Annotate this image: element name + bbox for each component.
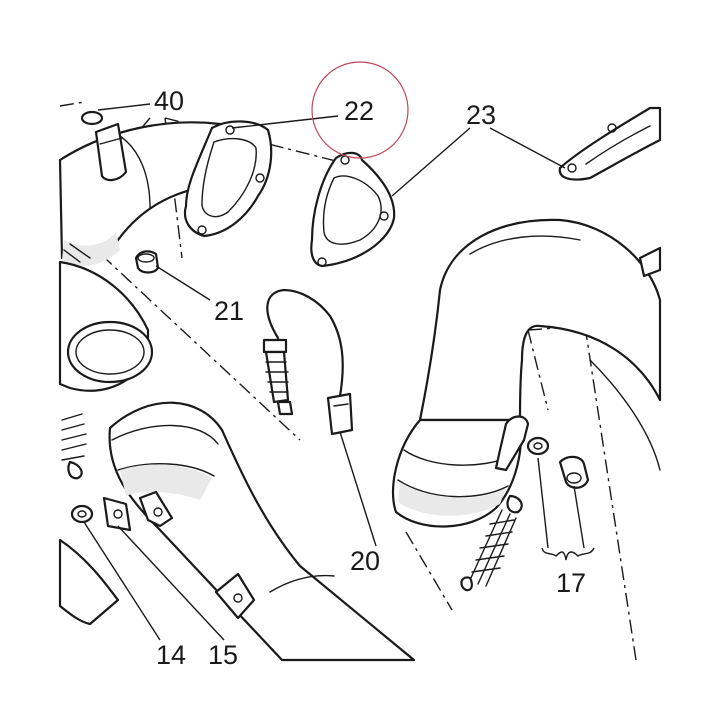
callout-15: 15	[208, 640, 238, 670]
washer-14	[70, 504, 94, 524]
callout-40: 40	[154, 86, 184, 116]
bolt-40	[80, 110, 128, 182]
clamp-15	[102, 490, 174, 532]
callout-22-highlight	[311, 61, 409, 159]
flange-gasket-22b	[310, 151, 396, 268]
gasket-23	[558, 106, 662, 181]
callout-17: 17	[556, 568, 586, 598]
callout-21: 21	[214, 296, 244, 326]
callout-20: 20	[350, 546, 380, 576]
leader-lines	[83, 103, 595, 641]
callout-labels: 40 22 23 21 20 17 14 15	[154, 86, 586, 670]
callout-23: 23	[466, 100, 496, 130]
pipe-collar-left	[58, 243, 154, 392]
spring-left	[61, 413, 87, 480]
flange-gasket-22	[183, 120, 273, 238]
callout-14: 14	[156, 640, 186, 670]
lower-left-pipe	[58, 401, 416, 662]
callout-22: 22	[344, 96, 374, 126]
pipe-hook	[494, 415, 530, 472]
exhaust-s-pipe	[391, 218, 662, 528]
nut-21	[134, 250, 160, 274]
spring-right	[460, 494, 523, 592]
oxygen-sensor-20	[262, 288, 354, 436]
pipe-tab-bracket	[214, 572, 256, 620]
washer-bolt-17	[526, 436, 590, 489]
